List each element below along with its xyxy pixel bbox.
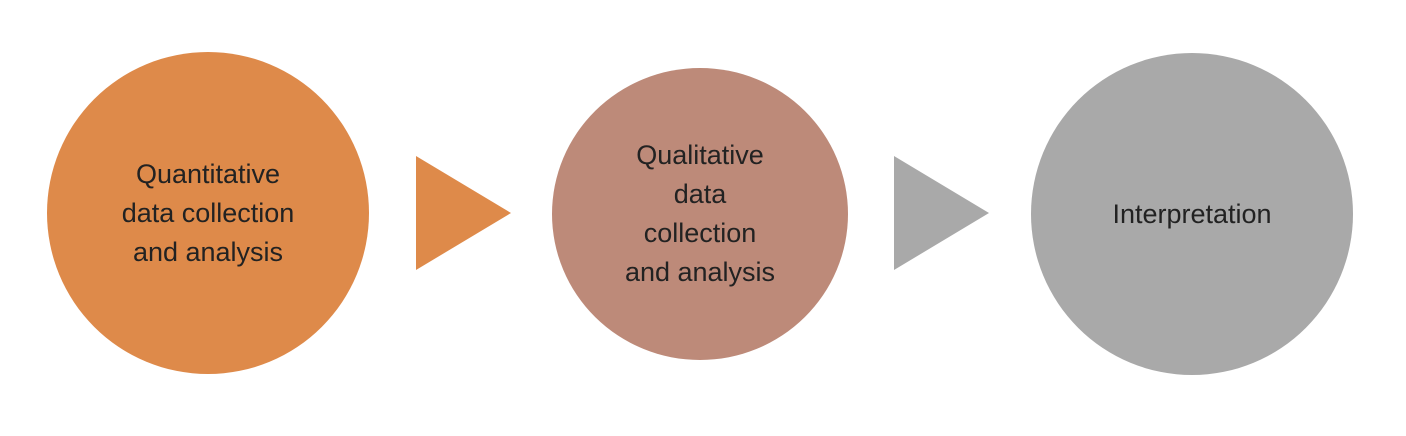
flow-arrow-right-icon xyxy=(416,156,511,270)
step-interpretation-circle: Interpretation xyxy=(1031,53,1353,375)
step-qualitative-label: Qualitative data collection and analysis xyxy=(624,140,776,287)
step-interpretation-label: Interpretation xyxy=(1112,198,1272,229)
step-quantitative-label: Quantitative data collection and analysi… xyxy=(121,158,295,267)
step-quantitative-circle: Quantitative data collection and analysi… xyxy=(47,52,369,374)
flow-arrow-right-icon xyxy=(894,156,989,270)
step-qualitative-circle: Qualitative data collection and analysis xyxy=(552,68,848,360)
